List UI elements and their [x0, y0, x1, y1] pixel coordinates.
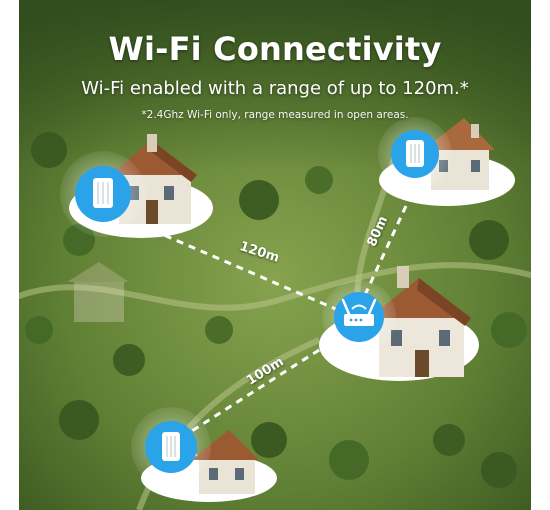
- wifi-extender-icon: [391, 130, 439, 178]
- landscape-background: [19, 0, 531, 510]
- page-title: Wi-Fi Connectivity: [108, 30, 442, 68]
- footnote: *2.4Ghz Wi-Fi only, range measured in op…: [141, 109, 409, 121]
- wifi-router-icon: [334, 292, 384, 342]
- background-house: [67, 262, 129, 322]
- wifi-extender-icon: [75, 166, 131, 222]
- trees: [25, 132, 527, 488]
- wifi-extender-icon: [145, 421, 197, 473]
- page-subtitle: Wi-Fi enabled with a range of up to 120m…: [81, 78, 469, 99]
- illustration: Wi-Fi Connectivity Wi-Fi enabled with a …: [19, 0, 531, 510]
